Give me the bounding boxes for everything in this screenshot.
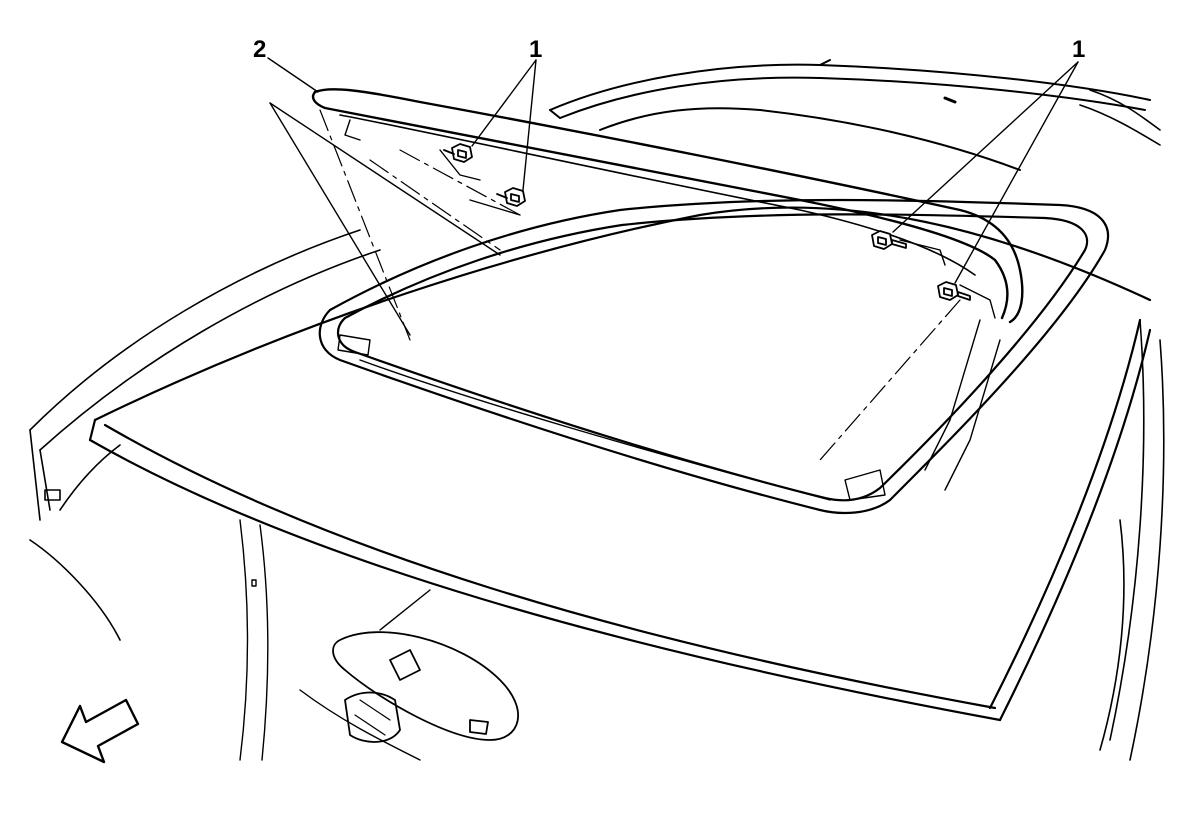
front-of-vehicle-arrow [60, 698, 140, 764]
roof-panel [88, 206, 1152, 722]
body-side-right [1079, 89, 1165, 761]
windshield-header [239, 519, 431, 761]
sunroof-opening [318, 198, 1110, 515]
callout-1-center: 1 [529, 36, 543, 63]
bolt [937, 281, 971, 301]
body-side-left [29, 229, 381, 641]
rearview-mirror [332, 631, 519, 743]
wind-deflector [311, 88, 1024, 324]
bolt [496, 187, 526, 207]
alignment-lines [319, 109, 961, 461]
bolt [871, 230, 907, 250]
callout-2: 2 [253, 36, 267, 63]
rear-glass-panel [549, 59, 1151, 171]
callout-1-right: 1 [1072, 36, 1086, 63]
leader-lines [267, 57, 1079, 336]
bolt [443, 143, 473, 163]
